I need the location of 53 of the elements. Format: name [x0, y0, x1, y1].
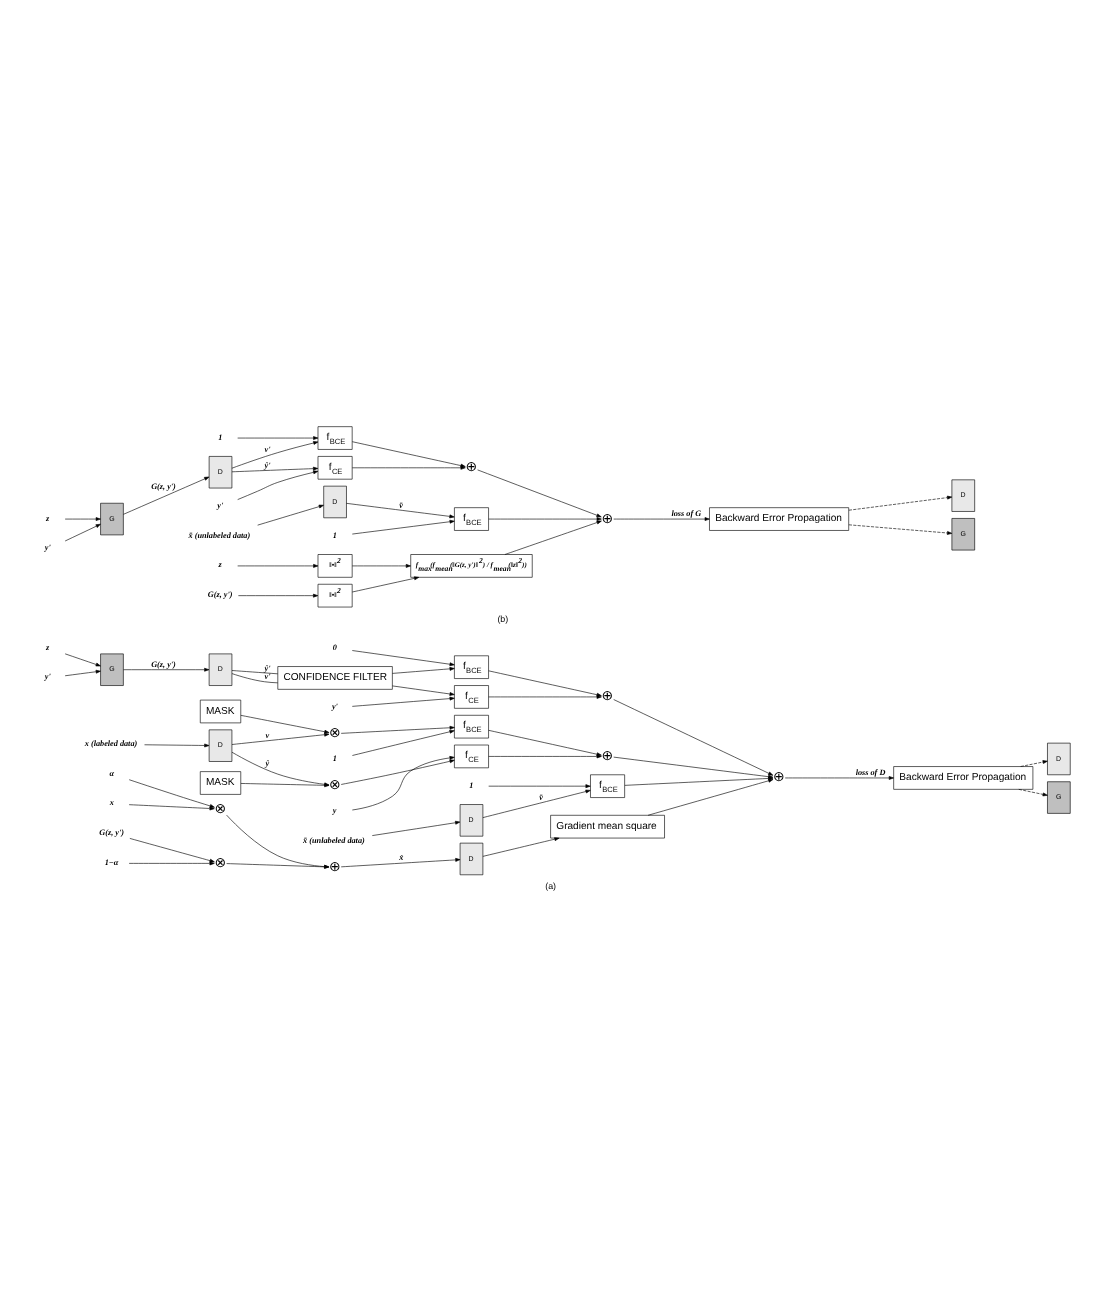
arrow [123, 666, 210, 671]
arrow [1020, 759, 1048, 766]
arrow [231, 731, 330, 744]
arrow [129, 837, 215, 862]
arrow [392, 666, 455, 673]
arrow [64, 516, 101, 520]
arrow [848, 523, 953, 534]
arrow [231, 440, 319, 468]
arrow [123, 475, 210, 514]
arrow [237, 563, 319, 567]
arrow [237, 469, 319, 499]
arrow [613, 698, 774, 775]
arrow [128, 803, 215, 810]
arrow [226, 813, 330, 868]
arrow [351, 518, 455, 534]
arrow [346, 502, 455, 518]
arrow [784, 775, 894, 779]
arrow [392, 684, 455, 695]
arrow [351, 575, 420, 592]
arrow [231, 465, 319, 472]
arrow [352, 755, 455, 810]
arrow [482, 836, 560, 856]
arrow [340, 758, 455, 784]
arrow [64, 668, 101, 676]
arrow [240, 714, 330, 733]
arrow [488, 694, 602, 698]
arrow [488, 516, 602, 520]
arrow [340, 724, 455, 733]
arrow [477, 468, 602, 517]
arrow [238, 592, 319, 597]
arrow [352, 728, 455, 755]
arrow [1018, 788, 1048, 796]
arrow [371, 819, 461, 835]
arrow [128, 860, 215, 865]
arrow [488, 783, 591, 788]
arrow [482, 788, 591, 817]
connector [231, 669, 278, 674]
arrow [64, 652, 101, 666]
arrow [144, 742, 210, 747]
arrow [488, 669, 602, 696]
arrow [340, 857, 461, 867]
arrow [351, 563, 411, 567]
arrow [351, 649, 455, 666]
arrow [257, 503, 324, 525]
arrow [64, 522, 101, 541]
arrow [351, 695, 455, 706]
arrow [613, 516, 710, 520]
arrow [237, 435, 319, 439]
arrow [226, 862, 330, 868]
arrow [848, 494, 953, 510]
arrow [128, 778, 215, 807]
arrow [647, 777, 774, 815]
arrow [504, 519, 602, 554]
